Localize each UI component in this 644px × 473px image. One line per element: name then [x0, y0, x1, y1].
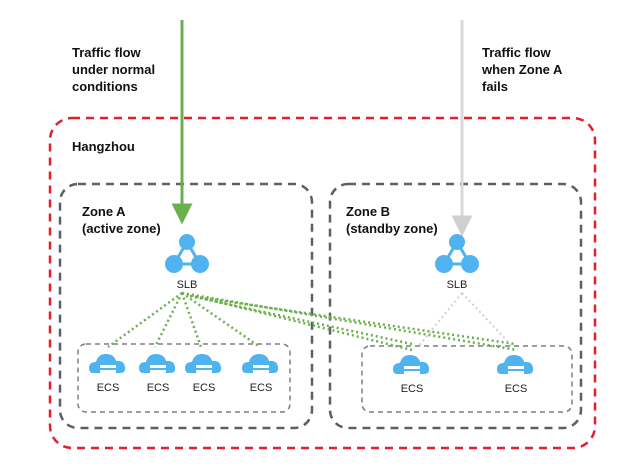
- zone-b-border: [328, 182, 583, 430]
- ecs-label: ECS: [146, 382, 170, 394]
- ecs-label: ECS: [96, 382, 120, 394]
- zone-b-ecs-group: [361, 345, 573, 413]
- zone-b-title: Zone B (standby zone): [346, 204, 438, 236]
- ecs-icon: [139, 354, 176, 373]
- zone-a-ecs-group: [77, 343, 291, 413]
- ecs-label: ECS: [504, 383, 528, 395]
- ecs-label: ECS: [192, 382, 216, 394]
- zone-a-slb-icon: [163, 232, 211, 275]
- ecs-label: ECS: [249, 382, 273, 394]
- ecs-icon: [393, 355, 430, 374]
- zone-a-border: [58, 182, 314, 430]
- ecs-icon: [242, 354, 279, 373]
- normal-flow-label: Traffic flow under normal conditions: [72, 45, 156, 94]
- failover-flow-label: Traffic flow when Zone A fails: [482, 45, 563, 94]
- standby-links: [417, 292, 514, 348]
- zone-b-slb-icon: [433, 232, 481, 275]
- ecs-icon: [185, 354, 222, 373]
- region-name: Hangzhou: [72, 139, 135, 154]
- ecs-label: ECS: [400, 383, 424, 395]
- active-links: [107, 291, 518, 352]
- region-border: [48, 116, 597, 450]
- ecs-icon: [497, 355, 534, 374]
- zone-a-slb-label: SLB: [176, 279, 198, 291]
- zone-b-slb-label: SLB: [446, 279, 468, 291]
- zone-a-title: Zone A (active zone): [82, 204, 161, 236]
- ecs-icon: [89, 354, 126, 373]
